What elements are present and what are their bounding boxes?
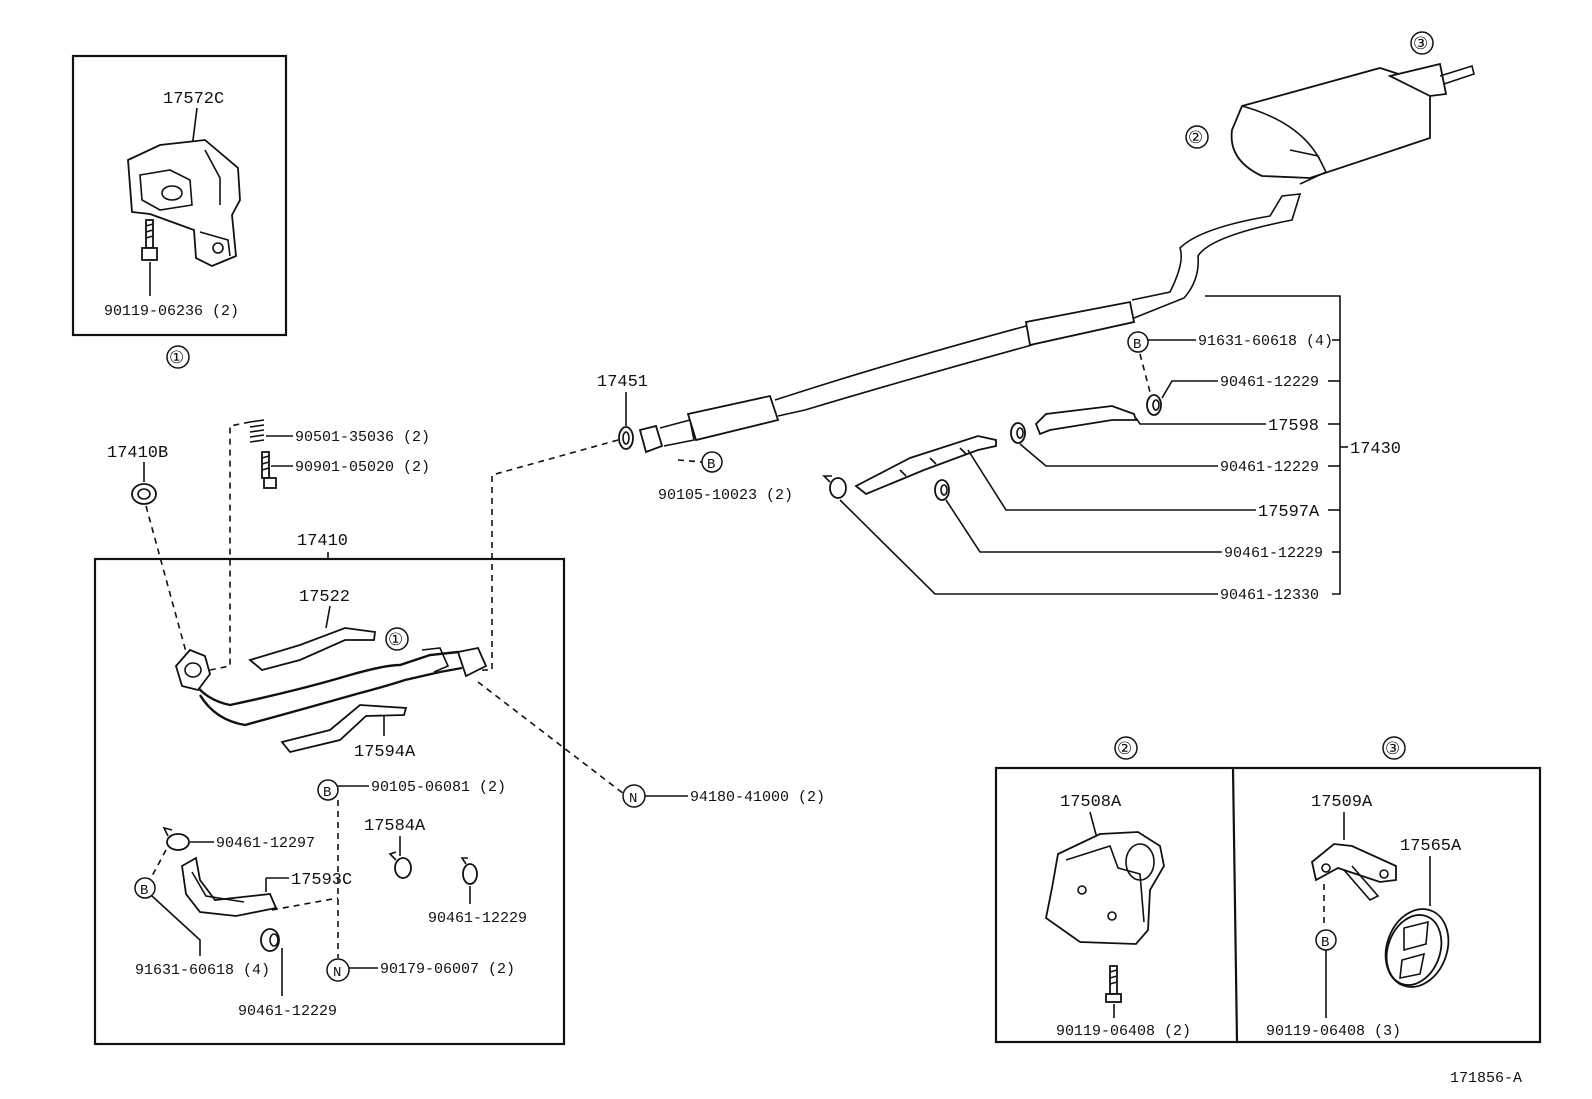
heat-insulator-17594a-label: 17594A [354, 743, 416, 762]
tailpipe-assembly-17430-label: 17430 [1350, 440, 1401, 459]
bolt-90119-06408-inset-2 [1105, 965, 1122, 1003]
inset-3-bolt-label: 90119-06408 (3) [1266, 1023, 1401, 1040]
bolt-b-marker-4-label: B [1133, 337, 1141, 353]
heat-insulator-17522 [248, 627, 377, 671]
clamp-90461-12229-e [934, 479, 950, 501]
callout-marker-3-muffler-label: ③ [1413, 36, 1428, 55]
hanger-17565a [1384, 908, 1450, 988]
callout-marker-3-muffler [1410, 31, 1434, 55]
clamp-90461-12229-b-label: 90461-12229 [238, 1003, 337, 1020]
gasket-17410b-label: 17410B [107, 444, 168, 463]
heat-insulator-17598-label: 17598 [1268, 417, 1319, 436]
clamp-90461-12229-c [1146, 394, 1162, 416]
bolt-91631-front-label: 91631-60618 (4) [135, 962, 270, 979]
heat-insulator-17598 [1034, 405, 1138, 436]
clamp-17584a [388, 851, 412, 879]
gasket-17410b [131, 483, 157, 505]
nut-n-marker-2-label: N [333, 965, 341, 981]
clamp-90461-12297-label: 90461-12297 [216, 835, 315, 852]
heat-insulator-17597a-label: 17597A [1258, 503, 1320, 522]
clamp-17584a-label: 17584A [364, 817, 426, 836]
heat-insulator-17594a [280, 704, 408, 754]
inset-2-3-box [994, 766, 1542, 1044]
heat-insulator-17597a [854, 435, 997, 496]
bracket-17508a [1045, 831, 1165, 945]
bolt-b-marker-5-label: B [1321, 935, 1329, 951]
bolt-91631-rear-label: 91631-60618 (4) [1198, 333, 1333, 350]
bracket-17593c [181, 856, 278, 917]
clamp-90461-12297 [162, 826, 190, 851]
clamp-90461-12229-a-label: 90461-12229 [428, 910, 527, 927]
nut-n-marker-2 [326, 958, 350, 982]
front-pipe-assembly-label: 17410 [297, 532, 348, 551]
clamp-90461-12330-label: 90461-12330 [1220, 587, 1319, 604]
inset-3-part-b-label: 17565A [1400, 837, 1462, 856]
callout-marker-3-inset [1382, 736, 1406, 760]
callout-marker-1-inset-label: ① [169, 350, 184, 369]
bolt-b-marker-1 [317, 779, 339, 801]
clamp-90461-12229-c-label: 90461-12229 [1220, 374, 1319, 391]
bolt-90119-06236 [141, 219, 158, 261]
inset-2-part-label: 17508A [1060, 793, 1122, 812]
nut-n-marker-1-label: N [629, 791, 637, 807]
bolt-90105-06081-label: 90105-06081 (2) [371, 779, 506, 796]
bolt-b-marker-2-label: B [140, 883, 148, 899]
clamp-90461-12229-e-label: 90461-12229 [1224, 545, 1323, 562]
bolt-90901-label: 90901-05020 (2) [295, 459, 430, 476]
nut-94180-label: 94180-41000 (2) [690, 789, 825, 806]
callout-marker-2-inset-label: ② [1117, 741, 1132, 760]
bolt-b-marker-2 [134, 877, 156, 899]
bolt-b-marker-3 [701, 451, 723, 473]
bolt-b-marker-3-label: B [707, 457, 715, 473]
callout-marker-2-inset [1114, 736, 1138, 760]
clamp-90461-12229-d [1010, 422, 1026, 444]
bolt-b-marker-4 [1127, 331, 1149, 353]
spring-and-bolt [249, 419, 277, 489]
callout-marker-3-inset-label: ③ [1385, 741, 1400, 760]
clamp-90461-12330 [822, 475, 847, 499]
diagram-reference-id: 171856-A [1450, 1070, 1522, 1087]
gasket-17451-label: 17451 [597, 373, 648, 392]
callout-marker-1-pipe-label: ① [388, 632, 403, 651]
callout-marker-1-pipe [385, 627, 409, 651]
clamp-90461-12229-d-label: 90461-12229 [1220, 459, 1319, 476]
inset-3-part-a-label: 17509A [1311, 793, 1373, 812]
bracket-17509a [1311, 843, 1397, 901]
front-pipe-box [93, 557, 566, 1046]
exhaust-bracket-17572c [127, 139, 241, 267]
inset-1-part-label: 17572C [163, 90, 224, 109]
heat-insulator-17522-label: 17522 [299, 588, 350, 607]
clamp-90461-12229-b [260, 928, 280, 952]
inset-2-bolt-label: 90119-06408 (2) [1056, 1023, 1191, 1040]
gasket-17451 [618, 426, 634, 450]
front-exhaust-pipe [174, 646, 488, 727]
bracket-17593c-label: 17593C [291, 871, 352, 890]
bolt-b-marker-1-label: B [323, 785, 331, 801]
callout-marker-1-inset [166, 345, 190, 369]
bolt-90105-10023-label: 90105-10023 (2) [658, 487, 793, 504]
spring-90501-label: 90501-35036 (2) [295, 429, 430, 446]
clamp-90461-12229-a [460, 857, 478, 885]
nut-90179-label: 90179-06007 (2) [380, 961, 515, 978]
callout-marker-2-muffler [1185, 125, 1209, 149]
inset-1-bolt-label: 90119-06236 (2) [104, 303, 239, 320]
inset-1-box [71, 54, 288, 337]
tailpipe-assembly [638, 62, 1475, 454]
callout-marker-2-muffler-label: ② [1188, 130, 1203, 149]
